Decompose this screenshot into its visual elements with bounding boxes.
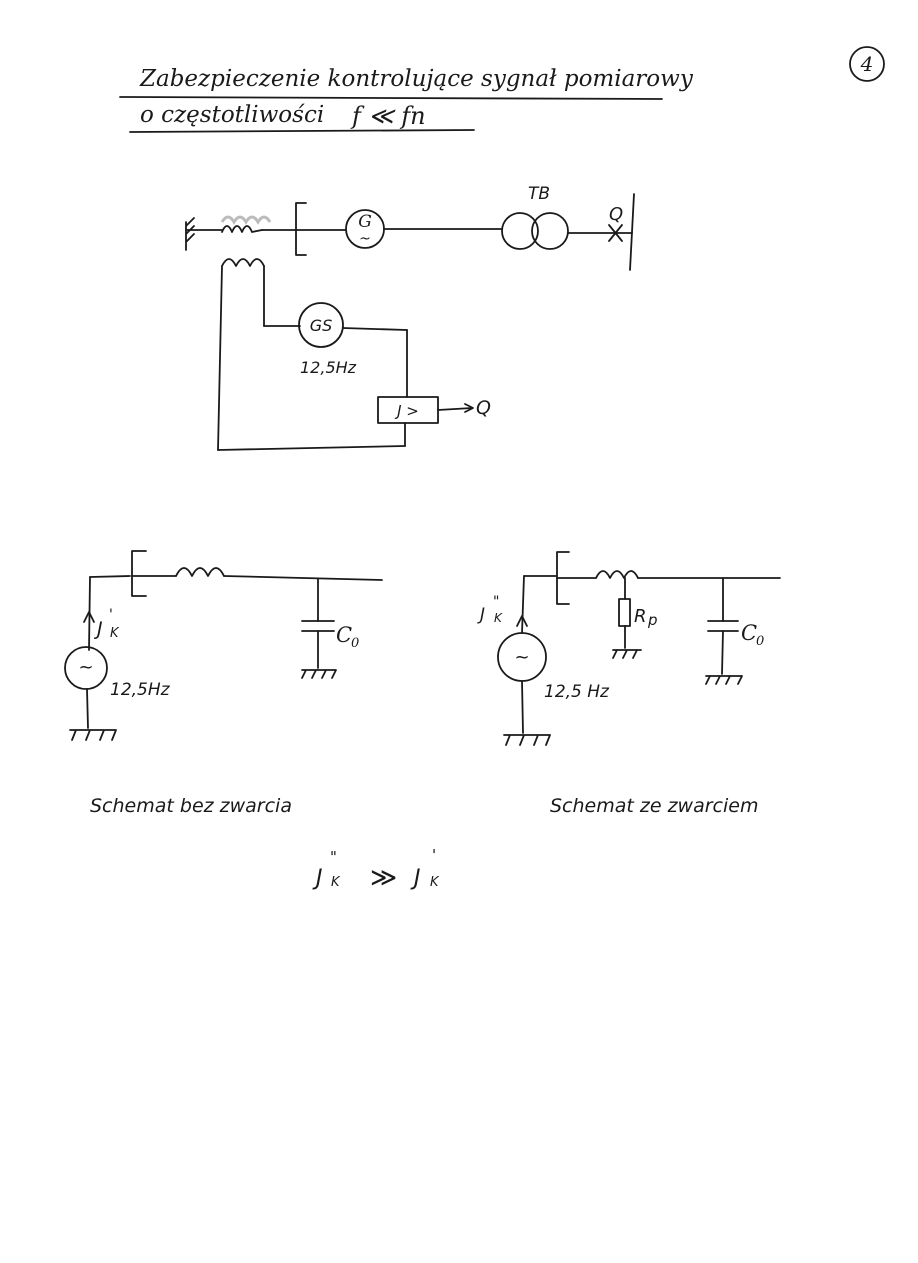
right-source-wire-bottom: [521, 680, 524, 734]
relation-rhs: J: [410, 866, 421, 891]
left-source-freq: 12,5Hz: [110, 680, 171, 700]
current-relation: J " K ≫ J ' K: [312, 846, 440, 893]
relay-arrow-head: [464, 403, 474, 413]
left-cap-ground: [301, 669, 337, 679]
grounding-transformer-secondary: [221, 258, 265, 267]
left-source-ground: [69, 729, 117, 741]
transformer-winding-2: [531, 212, 569, 250]
right-cap-label: C: [741, 621, 757, 645]
left-source-wire-top: [89, 575, 131, 578]
right-cap-sub: 0: [756, 634, 764, 649]
aux-generator-label: GS: [310, 316, 333, 335]
relation-lhs: J: [312, 866, 323, 891]
right-current-prime: ": [493, 594, 499, 610]
relay-output-label: Q: [476, 397, 491, 419]
relay-label: J >: [394, 402, 419, 420]
title-underline-2: [129, 129, 475, 133]
left-bracket: [131, 550, 147, 597]
circuit-without-fault: C 0 J ' K ~ 12,5Hz Schemat bez zwarcia: [64, 550, 383, 817]
left-source-tilde: ~: [78, 657, 93, 678]
right-caption: Schemat ze zwarciem: [550, 795, 758, 817]
right-current-label: J: [477, 605, 485, 625]
left-source-circle: [64, 646, 108, 690]
busbar: [629, 193, 635, 271]
left-current-prime: ': [109, 607, 113, 623]
left-current-sub: K: [110, 626, 120, 641]
relation-rhs-sub: K: [430, 875, 440, 890]
right-source-tilde: ~: [514, 647, 529, 668]
winding-bracket: [295, 202, 307, 256]
aux-generator-freq: 12,5Hz: [300, 358, 357, 377]
relation-lhs-sub: K: [331, 875, 341, 890]
right-cap-wire-bottom: [721, 630, 724, 675]
left-cap-sub: 0: [351, 636, 359, 651]
right-inductor: [595, 570, 639, 579]
right-res-label: R: [634, 606, 647, 627]
breaker-cross: [608, 224, 623, 242]
right-res-sub: p: [647, 611, 658, 629]
protection-scheme-diagram: G ~ TB Q GS 12,5Hz J > Q: [185, 184, 635, 451]
transformer-winding-1: [501, 212, 539, 250]
left-source-wire-bottom: [86, 688, 89, 729]
left-cap-label: C: [336, 623, 352, 647]
breaker-label: Q: [609, 204, 623, 225]
grounding-transformer-primary: [221, 225, 263, 233]
right-resistor: [618, 598, 631, 627]
title-line-2: o częstotliwości: [140, 102, 324, 128]
left-current-label: J: [93, 618, 103, 640]
left-inductor: [175, 567, 225, 577]
relation-operator: ≫: [370, 863, 397, 893]
right-cap-ground: [705, 675, 743, 685]
right-source-wire: [521, 575, 525, 634]
title-formula: f ≪ fn: [350, 102, 426, 130]
relay-output-arrow: [437, 407, 473, 411]
right-source-ground: [503, 734, 551, 746]
secondary-left-wire: [217, 265, 223, 451]
relation-lhs-prime: ": [330, 848, 337, 866]
title-line-1: Zabezpieczenie kontrolujące sygnał pomia…: [139, 66, 694, 92]
circuit-with-fault: R p C 0 J " K ~ 12,5 Hz Schemat ze zwarc…: [477, 551, 781, 817]
wire-return: [217, 445, 406, 451]
wire-gs-right: [342, 327, 408, 331]
title-underline-1: [119, 96, 663, 100]
page-number: 4: [849, 46, 885, 82]
left-current-arrow: [83, 611, 95, 623]
earth-symbol: [185, 217, 195, 251]
aux-generator-symbol: [298, 302, 344, 348]
right-current-sub: K: [494, 611, 503, 625]
generator-tilde: ~: [359, 231, 371, 247]
left-caption: Schemat bez zwarcia: [90, 795, 292, 817]
faint-coil: [220, 215, 272, 225]
svg-text:4: 4: [860, 52, 874, 76]
title: Zabezpieczenie kontrolujące sygnał pomia…: [119, 66, 694, 133]
generator-label: G: [358, 212, 372, 232]
left-line: [223, 575, 383, 581]
transformer-label: TB: [528, 184, 550, 204]
relation-rhs-prime: ': [432, 846, 436, 864]
right-source-freq: 12,5 Hz: [544, 682, 610, 702]
right-res-ground: [612, 649, 642, 659]
right-current-arrow: [516, 615, 528, 627]
